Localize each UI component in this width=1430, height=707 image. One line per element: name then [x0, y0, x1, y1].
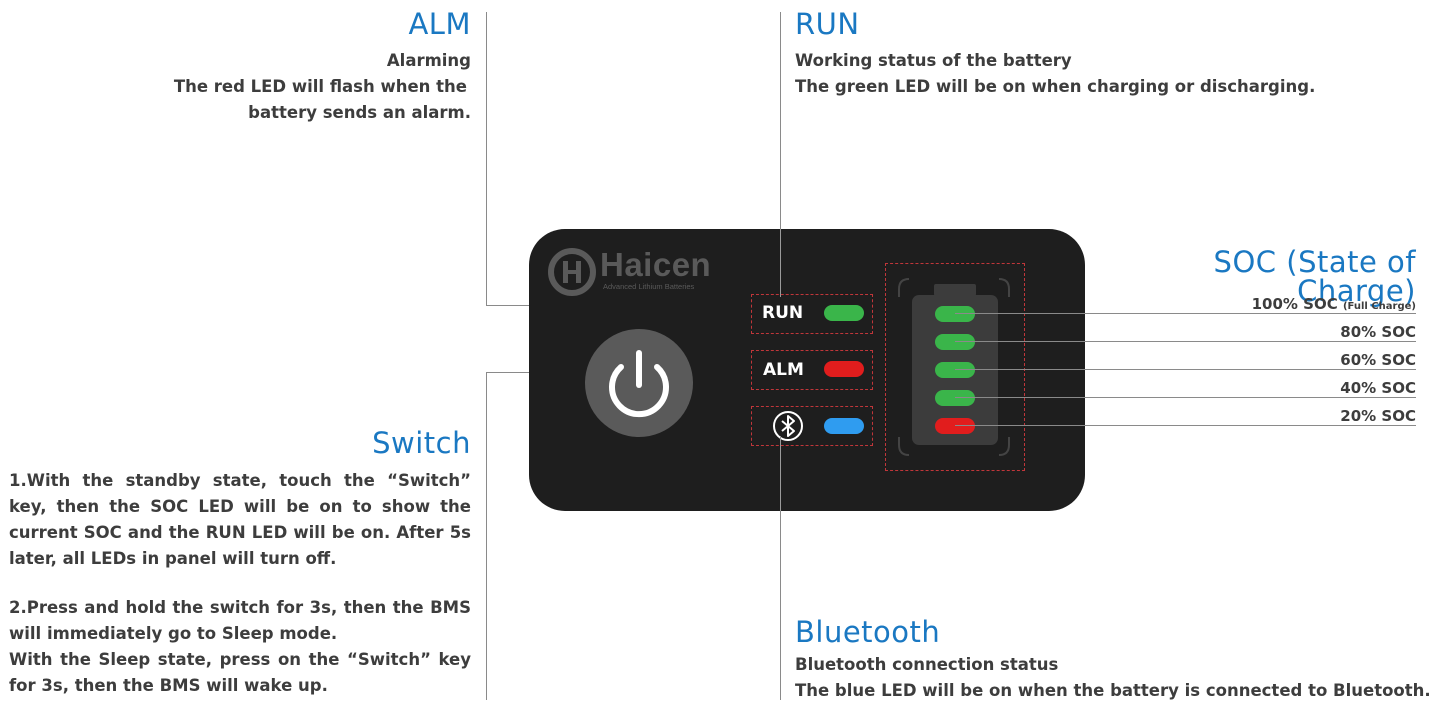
- bluetooth-desc: The blue LED will be on when the battery…: [795, 681, 1430, 700]
- run-led: [824, 305, 864, 321]
- soc-leader-60: [955, 369, 1416, 370]
- switch-para1: 1.With the standby state, touch the “Swi…: [9, 471, 471, 568]
- soc-indicator-box: [885, 263, 1025, 471]
- soc-label-80: 80% SOC: [1340, 323, 1416, 341]
- alm-subtitle: Alarming: [386, 51, 471, 70]
- soc-leader-20: [955, 425, 1416, 426]
- bluetooth-subtitle: Bluetooth connection status: [795, 655, 1059, 674]
- soc-label-100: 100% SOC (Full Charge): [1251, 295, 1416, 313]
- soc-leader-100: [955, 313, 1416, 314]
- battery-terminal: [934, 284, 976, 296]
- soc-led-80: [935, 334, 975, 350]
- bluetooth-leader: [780, 432, 781, 700]
- switch-para3: With the Sleep state, press on the “Swit…: [9, 650, 471, 695]
- alm-title: ALM: [408, 7, 471, 41]
- soc-leader-40: [955, 397, 1416, 398]
- bluetooth-icon: [772, 410, 804, 446]
- run-leader: [780, 12, 781, 297]
- bluetooth-title: Bluetooth: [795, 615, 941, 649]
- alm-desc-line1: The red LED will flash when the: [173, 77, 467, 96]
- brand-logo-icon: [548, 248, 596, 296]
- soc-title: SOC (State of Charge): [1213, 245, 1416, 308]
- alm-indicator-box: [751, 350, 873, 390]
- alm-desc-line2: battery sends an alarm.: [248, 103, 471, 122]
- soc-led-100: [935, 306, 975, 322]
- soc-label-40: 40% SOC: [1340, 379, 1416, 397]
- brand-logo: [547, 247, 597, 301]
- run-leader-inner: [780, 229, 781, 297]
- soc-leader-80: [955, 341, 1416, 342]
- alm-panel-label: ALM: [763, 360, 804, 380]
- bluetooth-leader-inner: [780, 436, 781, 511]
- run-desc: The green LED will be on when charging o…: [795, 77, 1316, 96]
- control-panel: Haicen Advanced Lithium Batteries RUN AL…: [529, 229, 1085, 511]
- run-panel-label: RUN: [762, 303, 804, 323]
- alm-led: [824, 361, 864, 377]
- switch-leader-vertical: [486, 372, 487, 700]
- brand-tagline: Advanced Lithium Batteries: [603, 282, 695, 291]
- brand-name: Haicen: [600, 246, 712, 283]
- run-title: RUN: [795, 7, 860, 41]
- power-icon: [609, 350, 669, 418]
- soc-led-40: [935, 390, 975, 406]
- power-button[interactable]: [585, 329, 693, 437]
- bluetooth-indicator-box: [751, 406, 873, 446]
- run-indicator-box: [751, 294, 873, 334]
- soc-led-20: [935, 418, 975, 434]
- switch-para2: 2.Press and hold the switch for 3s, then…: [9, 598, 471, 643]
- soc-label-60: 60% SOC: [1340, 351, 1416, 369]
- soc-label-20: 20% SOC: [1340, 407, 1416, 425]
- switch-title: Switch: [372, 426, 471, 460]
- alm-leader-vertical: [486, 12, 487, 305]
- bluetooth-led: [824, 418, 864, 434]
- soc-led-60: [935, 362, 975, 378]
- soc-bracket-frame: [898, 278, 1010, 456]
- run-subtitle: Working status of the battery: [795, 51, 1072, 70]
